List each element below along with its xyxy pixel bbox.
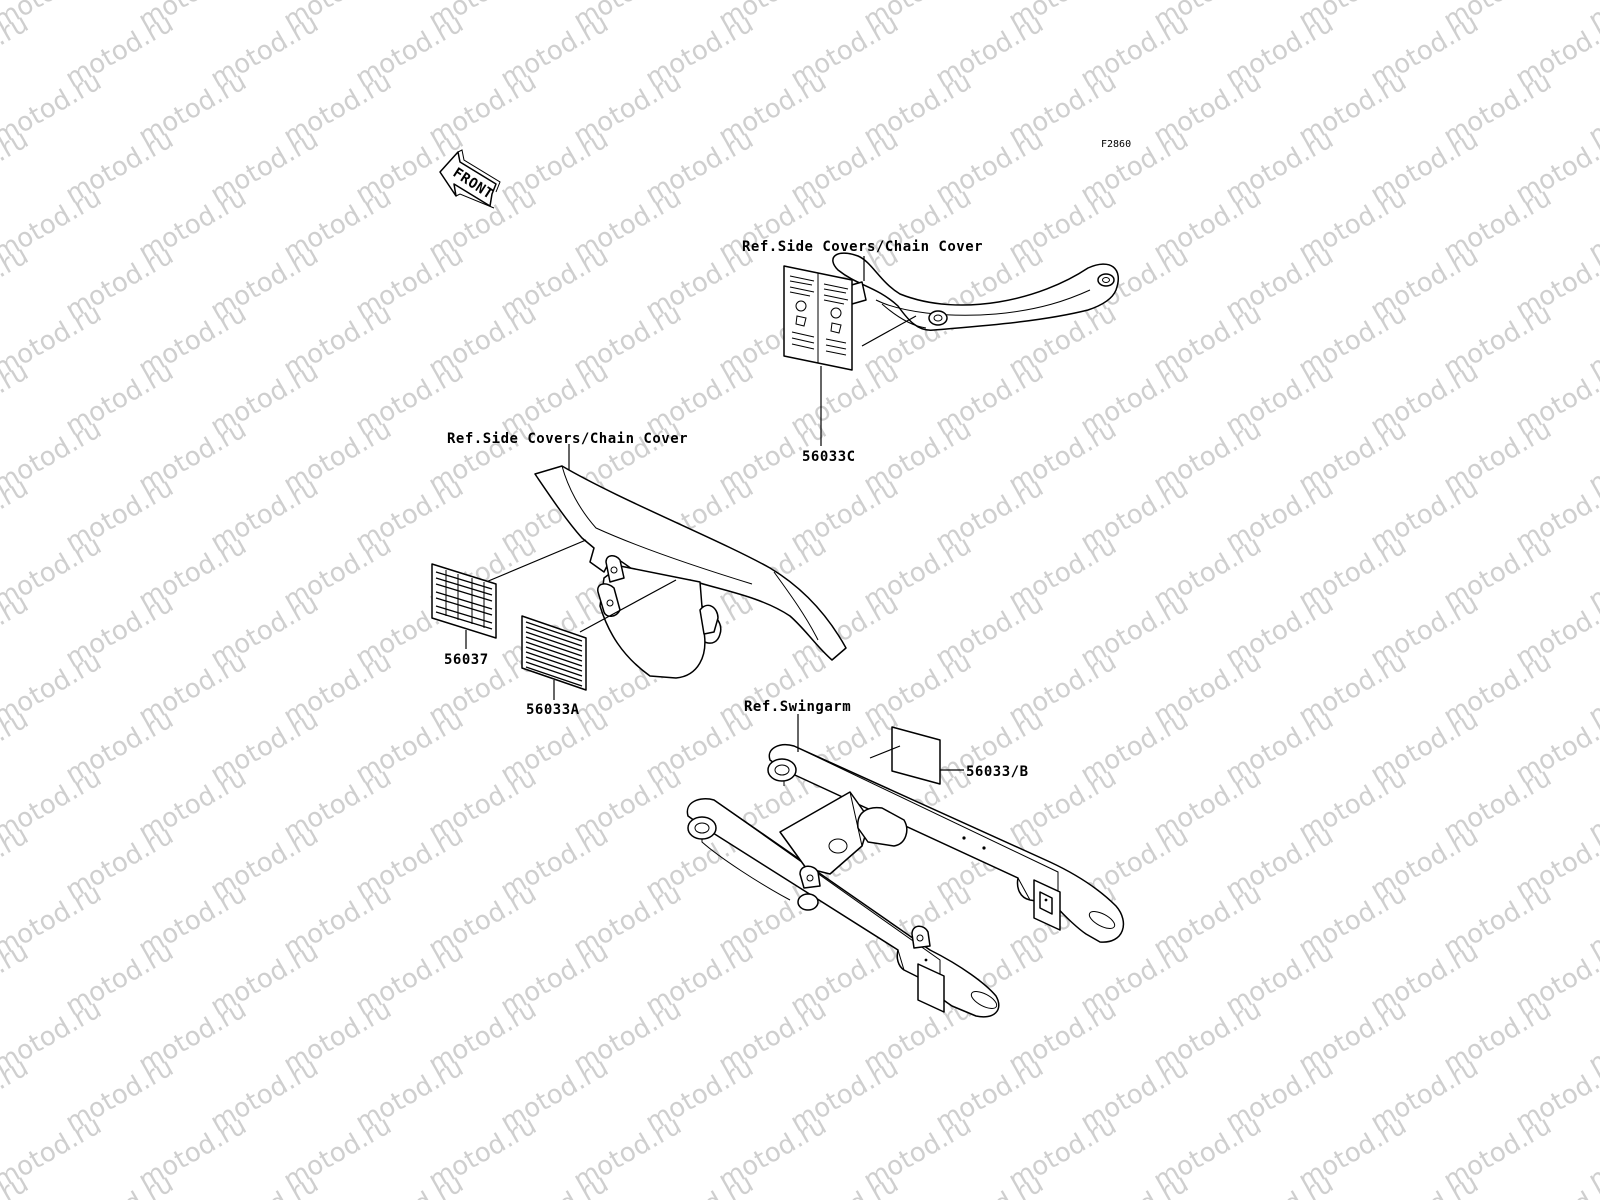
label-56037 <box>431 563 497 649</box>
chain-cover <box>485 444 847 679</box>
part-number-56037: 56037 <box>444 652 489 668</box>
ref-swingarm-label: Ref.Swingarm <box>744 699 851 715</box>
ref-side-covers-upper-label: Ref.Side Covers/Chain Cover <box>742 239 983 255</box>
watermark-text: motod.ru <box>786 1168 904 1200</box>
part-number-56033B: 56033/B <box>966 764 1029 780</box>
watermark-text: motod.ru <box>1221 1168 1339 1200</box>
watermark-text: motod.ru <box>1366 1168 1484 1200</box>
front-arrow-icon: FRONT <box>439 149 501 209</box>
label-56033C <box>783 265 917 446</box>
watermark-text: motod.ru <box>641 1168 759 1200</box>
ref-side-covers-lower-label: Ref.Side Covers/Chain Cover <box>447 431 688 447</box>
swingarm <box>686 714 1125 1018</box>
watermark-text: motod.ru <box>931 1168 1049 1200</box>
upper-side-cover <box>832 252 1119 331</box>
part-number-56033A: 56033A <box>526 702 580 718</box>
diagram-code: F2860 <box>1101 139 1131 150</box>
watermark-text: motod.ru <box>496 1168 614 1200</box>
watermark-text: motod.ru <box>1076 1168 1194 1200</box>
watermark-text: motod.ru <box>351 1168 469 1200</box>
watermark-text: motod.ru <box>206 1168 324 1200</box>
label-56033A <box>521 615 587 700</box>
watermark-text: motod.ru <box>61 1168 179 1200</box>
part-number-56033C: 56033C <box>802 449 856 465</box>
label-56033B <box>869 726 964 785</box>
